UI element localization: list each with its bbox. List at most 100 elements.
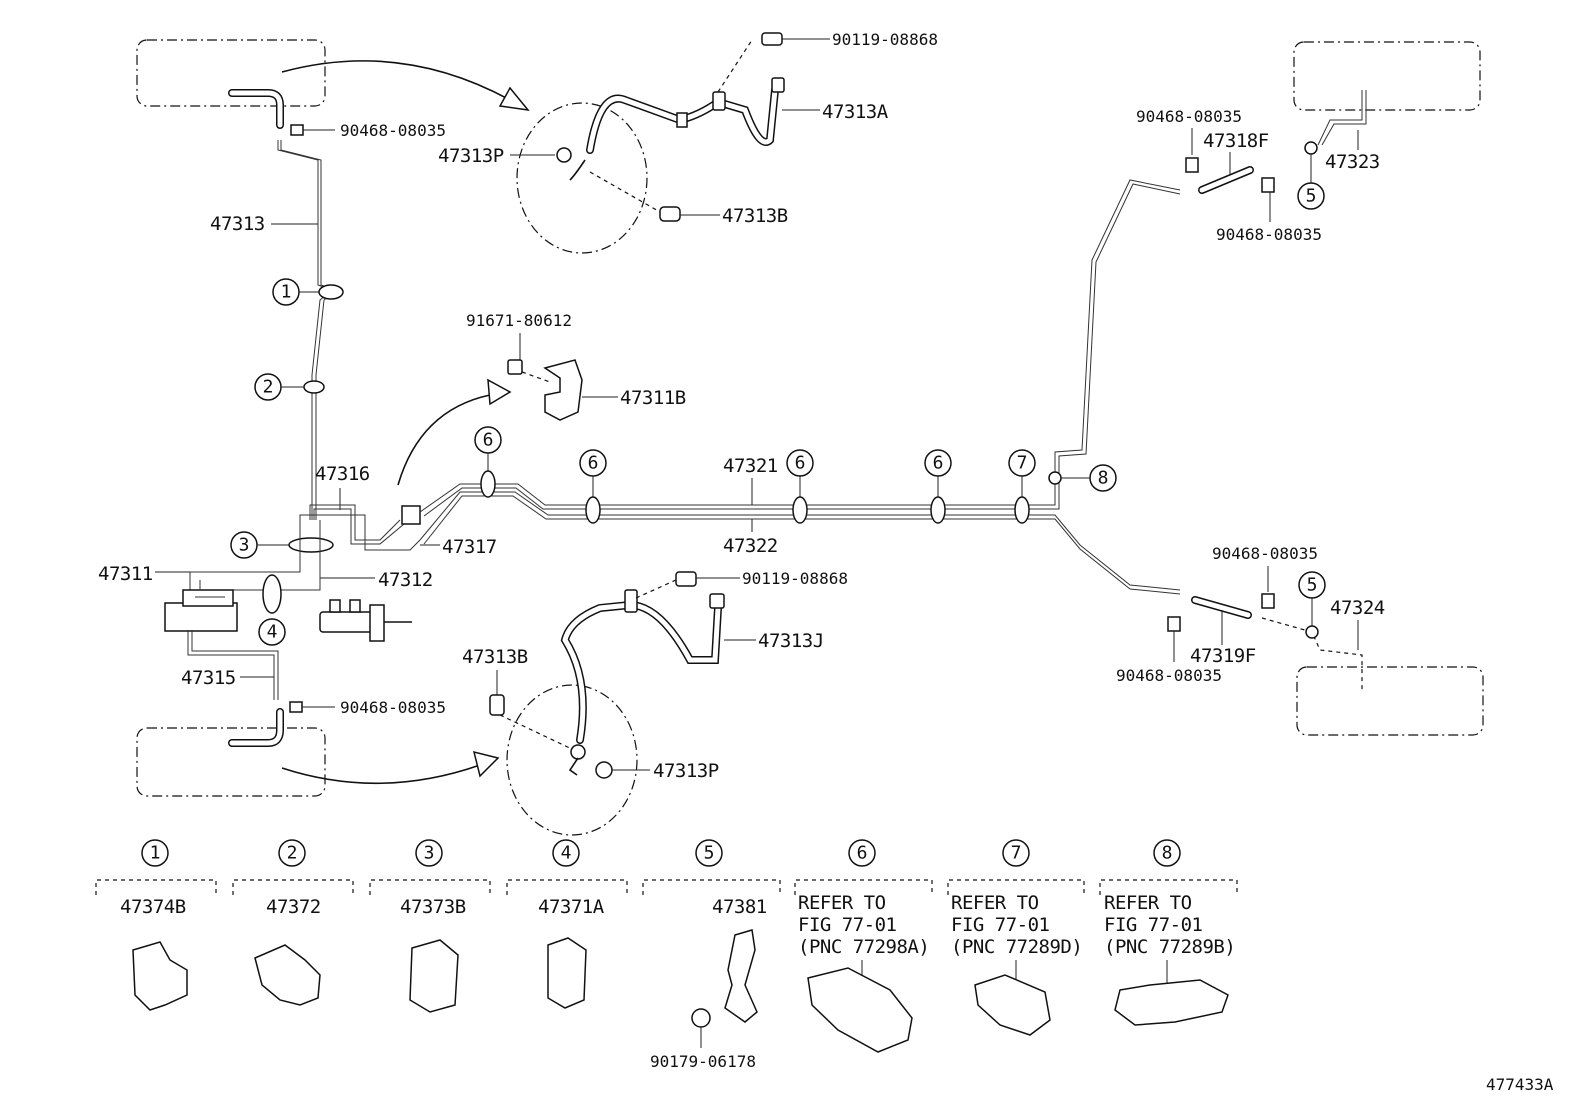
legend-7-ref3: (PNC 77289D) xyxy=(951,936,1082,958)
pipe-47323 xyxy=(1317,90,1363,146)
clamp-2-on-pipe xyxy=(303,380,325,394)
label-47322: 47322 xyxy=(723,535,778,557)
clip-90468-right4 xyxy=(1167,616,1181,632)
clamp-47372-icon xyxy=(254,944,321,1006)
front-right-detail-circle xyxy=(506,684,638,836)
clamp-4-on-pipe xyxy=(262,574,282,614)
pipe-47312 xyxy=(200,520,321,591)
legend-8: 8 REFER TO FIG 77-01 (PNC 77289B) xyxy=(1099,839,1238,1026)
bolt-47313B-top xyxy=(659,206,681,222)
legend-3: 3 47373B xyxy=(369,839,491,1013)
marker-6-c: 6 xyxy=(795,453,806,474)
clip-90468-right1 xyxy=(1185,157,1199,173)
legend-2: 2 47372 xyxy=(232,839,354,1006)
label-47313P-top: 47313P xyxy=(438,145,504,167)
clamp-3-on-pipe xyxy=(288,537,334,553)
hose-47319F xyxy=(1191,596,1252,619)
label-47313B-top: 47313B xyxy=(722,205,788,227)
label-47323: 47323 xyxy=(1325,151,1380,173)
label-47321: 47321 xyxy=(723,455,778,477)
arrow-to-front-right-detail xyxy=(281,764,481,785)
legend-4-part: 47371A xyxy=(538,896,605,918)
arrow-to-front-left-detail xyxy=(281,60,511,101)
front-right-wheel-area xyxy=(136,727,326,797)
marker-4: 4 xyxy=(267,622,278,643)
legend-2-num: 2 xyxy=(287,843,298,864)
label-47313P-bottom: 47313P xyxy=(653,760,719,782)
label-47313: 47313 xyxy=(210,213,265,235)
hose-47313J xyxy=(560,600,722,744)
legend-4: 4 47371A xyxy=(506,839,628,1009)
abs-actuator xyxy=(164,580,238,632)
bracket-47311B xyxy=(543,359,583,421)
bracket-47381-icon xyxy=(724,929,758,1023)
legend-5-sub: 90179-06178 xyxy=(650,1052,756,1071)
front-left-detail-circle xyxy=(516,102,648,254)
clamp-1-on-pipe xyxy=(318,284,344,300)
front-left-wheel-area xyxy=(136,39,326,107)
clamp-77289B-icon xyxy=(1114,979,1229,1026)
front-left-hose-end xyxy=(228,89,284,129)
bolt-47313B-bottom xyxy=(489,694,505,716)
legend-6-ref3: (PNC 77298A) xyxy=(798,936,929,958)
marker-5-top: 5 xyxy=(1306,186,1317,207)
label-90468-right4: 90468-08035 xyxy=(1116,666,1222,685)
rear-right-wheel-area xyxy=(1296,666,1484,736)
legend-7-ref1: REFER TO xyxy=(951,892,1039,914)
legend-2-part: 47372 xyxy=(266,896,321,918)
clamp-77298A-icon xyxy=(807,967,913,1053)
clamp-6-d xyxy=(930,496,946,524)
clamp-47374B-icon xyxy=(132,941,188,1011)
legend-5-part: 47381 xyxy=(712,896,767,918)
marker-6-b: 6 xyxy=(588,453,599,474)
legend-8-ref2: FIG 77-01 xyxy=(1104,914,1203,936)
clamp-8 xyxy=(1048,471,1062,485)
marker-2: 2 xyxy=(263,377,274,398)
clamp-47373B-icon xyxy=(409,939,459,1013)
clamp-6-b xyxy=(585,496,601,524)
label-90468-right3: 90468-08035 xyxy=(1212,544,1318,563)
legend-5-num: 5 xyxy=(704,843,715,864)
label-47319F: 47319F xyxy=(1190,645,1256,667)
union-47313P-bottom xyxy=(595,761,613,779)
label-91671: 91671-80612 xyxy=(466,311,572,330)
legend-4-num: 4 xyxy=(561,843,572,864)
pipe-47316 xyxy=(309,504,401,541)
clamp-47371A-icon xyxy=(547,937,587,1009)
diagram-id: 477433A xyxy=(1486,1075,1554,1094)
clamp-6-c xyxy=(792,496,808,524)
clamp-77289D-icon xyxy=(974,974,1051,1036)
front-right-hose-end xyxy=(228,708,284,747)
marker-1: 1 xyxy=(281,282,292,303)
label-47315: 47315 xyxy=(181,667,236,689)
label-47313J: 47313J xyxy=(758,630,824,652)
legend-1-num: 1 xyxy=(150,843,161,864)
label-47311: 47311 xyxy=(98,563,153,585)
label-47311B: 47311B xyxy=(620,387,686,409)
union-47313P-top xyxy=(556,147,572,163)
hose-47313A xyxy=(586,86,779,154)
label-47318F: 47318F xyxy=(1203,130,1269,152)
legend-1: 1 47374B xyxy=(95,839,217,1011)
marker-6-d: 6 xyxy=(933,453,944,474)
label-90468-mid: 90468-08035 xyxy=(340,698,446,717)
marker-3: 3 xyxy=(239,535,250,556)
label-90468-top: 90468-08035 xyxy=(340,121,446,140)
label-90119-bottom: 90119-08868 xyxy=(742,569,848,588)
master-cylinder xyxy=(319,599,412,642)
marker-7: 7 xyxy=(1017,453,1028,474)
legend-7-ref2: FIG 77-01 xyxy=(951,914,1050,936)
label-90468-right2: 90468-08035 xyxy=(1216,225,1322,244)
clamp-6-a xyxy=(480,470,496,498)
label-90119-top: 90119-08868 xyxy=(832,30,938,49)
legend-6-ref1: REFER TO xyxy=(798,892,886,914)
legend-8-num: 8 xyxy=(1162,843,1173,864)
label-47313B-bottom: 47313B xyxy=(462,646,528,668)
label-47317: 47317 xyxy=(442,536,497,558)
label-47312: 47312 xyxy=(378,569,433,591)
clamp-7 xyxy=(1014,496,1030,524)
legend-8-ref1: REFER TO xyxy=(1104,892,1192,914)
bolt-90179-icon xyxy=(691,1008,711,1028)
legend-6-ref2: FIG 77-01 xyxy=(798,914,897,936)
